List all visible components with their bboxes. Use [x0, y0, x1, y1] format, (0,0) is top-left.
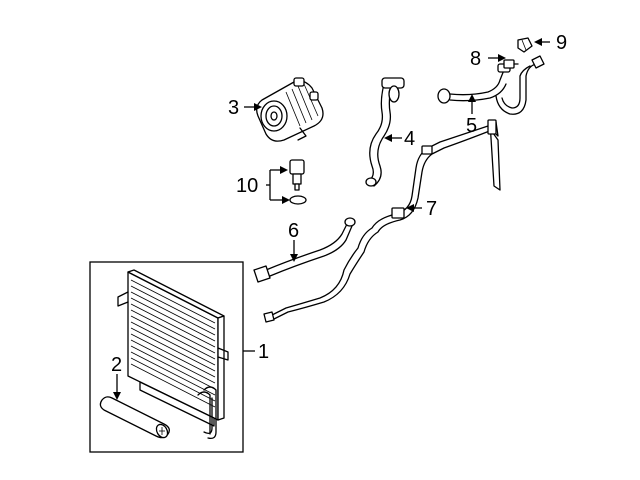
pressure-switch-assembly [289, 159, 307, 205]
callout-7: 7 [426, 198, 437, 220]
valve-cap [517, 37, 533, 53]
callout-6: 6 [288, 220, 299, 242]
ac-compressor [256, 77, 324, 142]
callout-10: 10 [236, 175, 258, 197]
service-valve [503, 59, 519, 69]
condenser-detail-frame [89, 261, 244, 453]
callout-3: 3 [228, 97, 239, 119]
o-ring [289, 195, 307, 205]
callout-8: 8 [470, 48, 481, 70]
condenser-assembly-group [89, 261, 244, 453]
liquid-line [263, 119, 501, 323]
callout-leaders [113, 38, 550, 400]
pressure-hose [253, 217, 356, 283]
callout-4: 4 [404, 128, 415, 150]
receiver-drier [99, 396, 170, 439]
callout-labels: 1 2 3 4 5 6 7 8 9 10 [111, 32, 567, 376]
suction-hose [365, 77, 405, 187]
callout-5: 5 [466, 115, 477, 137]
callout-2: 2 [111, 354, 122, 376]
condenser-core [117, 269, 229, 440]
callout-9: 9 [556, 32, 567, 54]
callout-1: 1 [258, 341, 269, 363]
discharge-hose [437, 55, 545, 115]
